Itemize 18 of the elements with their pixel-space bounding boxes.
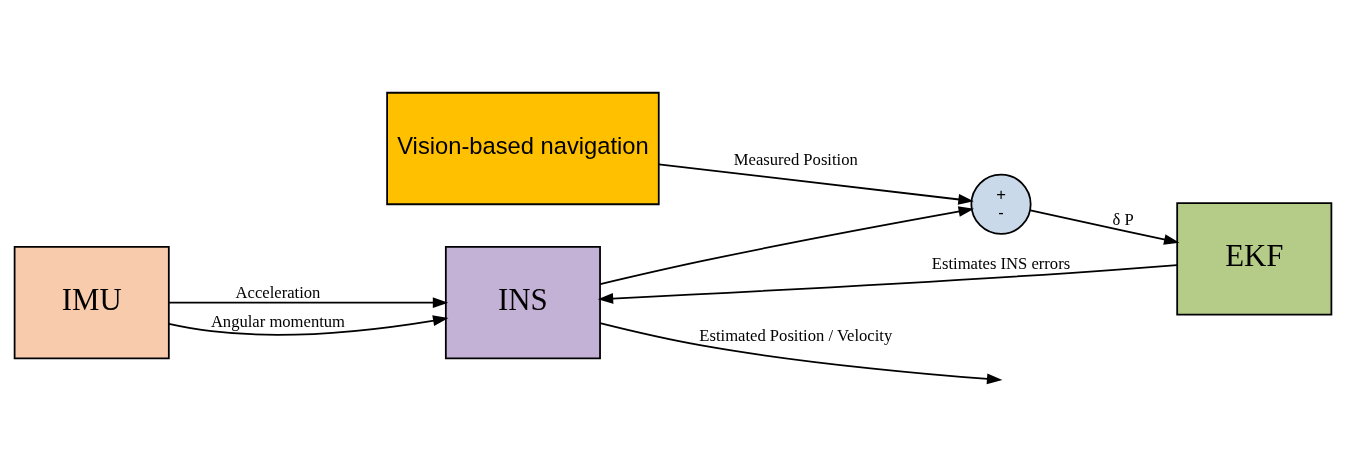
node-circle: + - [970,173,1032,235]
edge-label: Acceleration [235,282,321,302]
node-box: IMU [13,245,170,359]
arrow [168,296,449,308]
edge-label: Measured Position [733,149,858,169]
node-box: Vision-based navigation [386,91,660,205]
node-box: INS [444,245,601,359]
arrow [1029,209,1180,245]
arrow [597,263,1178,304]
arrow [599,205,974,285]
node-box: EKF [1176,201,1333,315]
edge-label: Angular momentum [210,311,346,331]
edge-label: δ P [1112,209,1134,229]
arrow [168,314,449,336]
arrow [599,321,1003,384]
edge-label: Estimated Position / Velocity [699,325,893,345]
arrow [657,162,974,205]
edge-label: Estimates INS errors [931,253,1071,273]
